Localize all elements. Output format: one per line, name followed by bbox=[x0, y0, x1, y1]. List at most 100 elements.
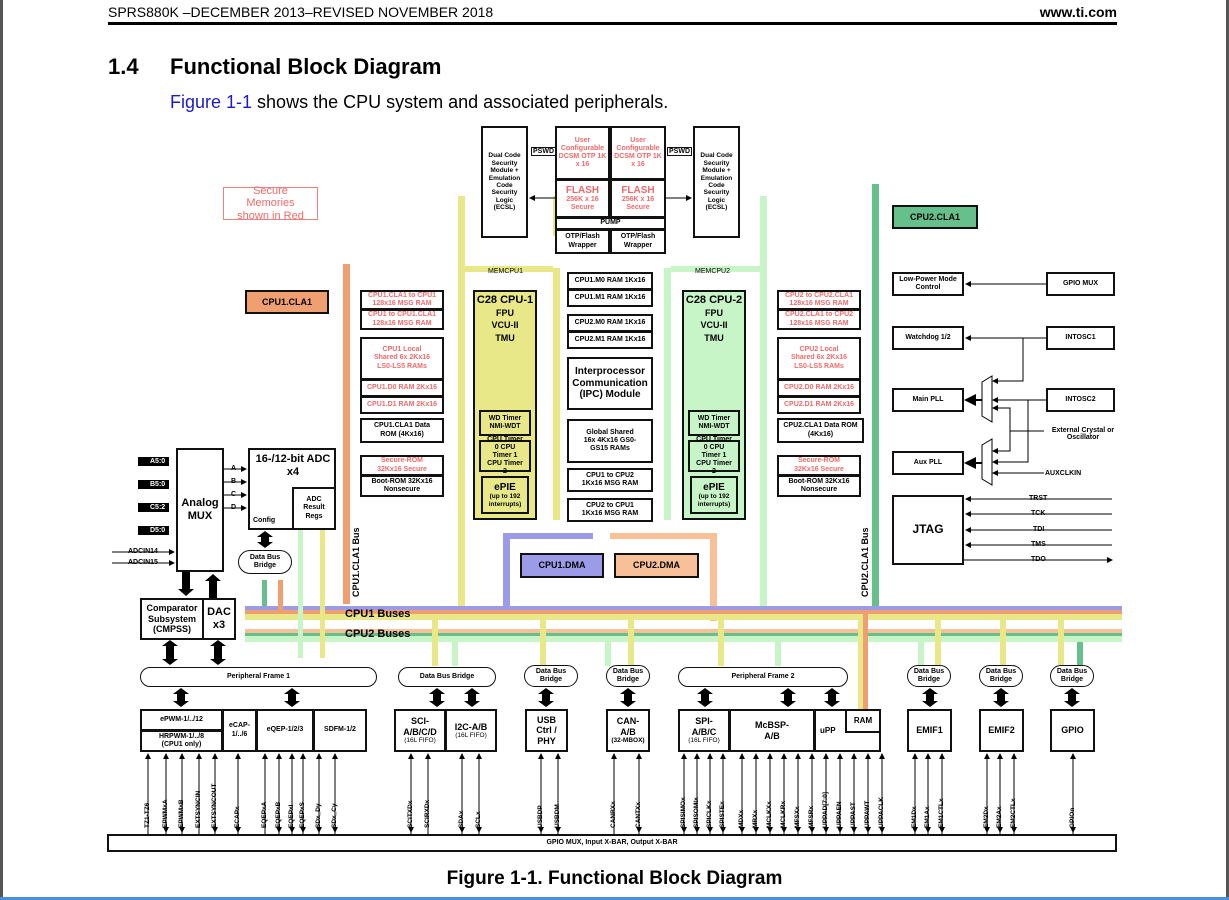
adc-config: Config bbox=[253, 517, 276, 524]
signal-label: UPPACLK bbox=[878, 797, 885, 828]
jtag: JTAG bbox=[892, 495, 964, 565]
cpu2-cla-bus bbox=[872, 184, 879, 610]
watchdog: Watchdog 1/2 bbox=[892, 326, 964, 350]
stub bbox=[863, 610, 868, 710]
cpu2-local-shared-ram: CPU2 Local Shared 6x 2Kx16 LS0-LS5 RAMs bbox=[777, 337, 861, 380]
upp-ram: RAM bbox=[845, 709, 881, 733]
signal-label: EM1CTLx bbox=[938, 798, 945, 828]
intosc1: INTOSC1 bbox=[1046, 326, 1115, 350]
sdfm: SDFM-1/2 bbox=[313, 709, 367, 752]
signal-label: UPPAST bbox=[850, 802, 857, 828]
emif2: EMIF2 bbox=[979, 709, 1024, 752]
emif1: EMIF1 bbox=[907, 709, 952, 752]
signal-label: UPPAWT bbox=[864, 800, 871, 828]
signal-label: TZ1-TZ6 bbox=[144, 802, 151, 828]
bidirectional-arrow-icon bbox=[780, 688, 796, 707]
cpu2-core-title: C28 CPU-2 bbox=[685, 294, 743, 306]
signal-label: SPISTEx bbox=[719, 801, 726, 828]
cpu2-to-cpu1-msg-ram: CPU2 to CPU1 1Kx16 MSG RAM bbox=[567, 498, 653, 522]
hrpwm: HRPWM-1/../8 (CPU1 only) bbox=[140, 730, 223, 752]
spi-sub: (16L FIFO) bbox=[688, 737, 720, 745]
bidirectional-arrow-icon bbox=[464, 688, 480, 707]
stub bbox=[278, 580, 283, 610]
signal-label: EM2Ax bbox=[996, 806, 1003, 828]
signal-label: SPISOMIx bbox=[693, 797, 700, 828]
auxclkin-label: AUXCLKIN bbox=[1045, 470, 1082, 477]
cpu2-m1-ram: CPU2.M1 RAM 1Kx16 bbox=[567, 331, 653, 349]
mux-out-c: C bbox=[231, 491, 237, 498]
cpu2-epie-sub: (up to 192 interrupts) bbox=[697, 493, 731, 508]
sci-sub: (16L FIFO) bbox=[404, 737, 436, 745]
signal-label: SCIRXDx bbox=[424, 799, 431, 828]
jtag-trst: TRST bbox=[1029, 495, 1048, 502]
bidirectional-arrow-icon bbox=[429, 688, 445, 707]
stub bbox=[298, 530, 303, 658]
jtag-tdi: TDI bbox=[1033, 526, 1045, 533]
ecap: eCAP- 1/../6 bbox=[222, 709, 257, 752]
signal-label: EPWMxB bbox=[178, 799, 185, 828]
low-power-mode-control: Low-Power Mode Control bbox=[892, 272, 964, 296]
cpu2-cla-data-rom: CPU2.CLA1 Data ROM (4Kx16) bbox=[777, 418, 864, 443]
cpu1-epie-title: ePIE bbox=[494, 481, 516, 493]
signal-label: MFSRx bbox=[808, 805, 815, 828]
cpu1-secure-rom: Secure-ROM 32Kx16 Secure bbox=[360, 455, 444, 476]
signal-label: CANTXx bbox=[635, 801, 642, 828]
bidirectional-arrow-icon bbox=[824, 688, 840, 707]
stub bbox=[1000, 620, 1006, 666]
site-link[interactable]: www.ti.com bbox=[1039, 4, 1117, 20]
main-pll-mux-icon bbox=[981, 375, 993, 423]
flash-right-title: FLASH bbox=[621, 184, 655, 196]
cpu2-cla-to-cpu2-msg-ram: CPU2.CLA1 to CPU2 128x16 MSG RAM bbox=[777, 309, 861, 330]
stub bbox=[452, 642, 458, 666]
cpu1-dma-bus-v bbox=[503, 533, 510, 606]
bidirectional-arrow-icon bbox=[538, 688, 554, 707]
figure-link[interactable]: Figure 1-1 bbox=[170, 92, 253, 112]
signal-label: CANRXx bbox=[610, 801, 617, 828]
analog-mux: Analog MUX bbox=[176, 448, 224, 572]
bidirectional-arrow-icon bbox=[620, 688, 636, 707]
data-bus-bridge-gpio: Data Bus Bridge bbox=[1050, 665, 1094, 687]
flash-left: FLASH 256K x 16 Secure bbox=[555, 179, 610, 218]
adcin14: ADCIN14 bbox=[128, 548, 158, 555]
epwm: ePWM-1/../12 bbox=[140, 709, 223, 731]
stub bbox=[262, 580, 267, 606]
signal-label: MDXx bbox=[738, 809, 745, 828]
cpu2-core-units: FPU VCU-II TMU bbox=[700, 307, 728, 343]
eqep: eQEP-1/2/3 bbox=[256, 709, 314, 752]
signal-label: MCLKRx bbox=[780, 800, 787, 828]
pswd-left: PSWD bbox=[531, 147, 556, 156]
cpu2-m0-ram: CPU2.M0 RAM 1Kx16 bbox=[567, 314, 653, 332]
intro-paragraph: Figure 1-1 shows the CPU system and asso… bbox=[170, 92, 668, 113]
header-rule bbox=[108, 22, 1117, 25]
cpu2-buses-label: CPU2 Buses bbox=[345, 628, 411, 640]
sci-title: SCI- A/B/C/D bbox=[403, 716, 437, 737]
intro-text: shows the CPU system and associated peri… bbox=[252, 92, 669, 112]
arrow-up-icon bbox=[205, 574, 221, 598]
dcsm-otp-right: User Configurable DCSM OTP 1K x 16 bbox=[610, 126, 666, 180]
can-title: CAN- A/B bbox=[616, 716, 640, 737]
spi-title: SPI- A/B/C bbox=[691, 716, 717, 737]
i2c: I2C-A/B (16L FIFO) bbox=[445, 709, 497, 752]
signal-label: MRXx bbox=[752, 809, 759, 828]
analog-input-b: B5:0 bbox=[138, 480, 170, 489]
data-bus-bridge-usb: Data Bus Bridge bbox=[524, 665, 578, 687]
memcpu1-h bbox=[465, 266, 553, 272]
memcpu2-bus-right bbox=[760, 196, 767, 616]
stub bbox=[918, 642, 924, 666]
cpu1-buses-label: CPU1 Buses bbox=[345, 608, 411, 620]
bidirectional-arrow-icon bbox=[993, 688, 1009, 707]
gpio-mux-sys: GPIO MUX bbox=[1046, 272, 1115, 296]
cpu1-core-units: FPU VCU-II TMU bbox=[491, 307, 519, 343]
cpu1-local-shared-ram: CPU1 Local Shared 6x 2Kx16 LS0-LS5 RAMs bbox=[360, 337, 444, 380]
otp-flash-wrapper-left: OTP/Flash Wrapper bbox=[555, 229, 610, 254]
cpu2-bus-dma bbox=[245, 629, 1122, 633]
i2c-title: I2C-A/B bbox=[454, 721, 488, 732]
signal-label: EQEPxA bbox=[261, 801, 268, 828]
cpu2-epie: ePIE (up to 192 interrupts) bbox=[690, 476, 738, 514]
memcpu2-h bbox=[671, 266, 760, 272]
peripheral-frame-2: Peripheral Frame 2 bbox=[678, 667, 848, 687]
cpu1-wd-timer: WD Timer NMI-WDT bbox=[479, 410, 531, 436]
mux-out-d: D bbox=[231, 504, 237, 511]
dcsm-left: Dual Code Security Module + Emulation Co… bbox=[481, 126, 528, 238]
cpu2-timers: CPU Timer 0 CPU Timer 1 CPU Timer 2 bbox=[688, 436, 740, 475]
